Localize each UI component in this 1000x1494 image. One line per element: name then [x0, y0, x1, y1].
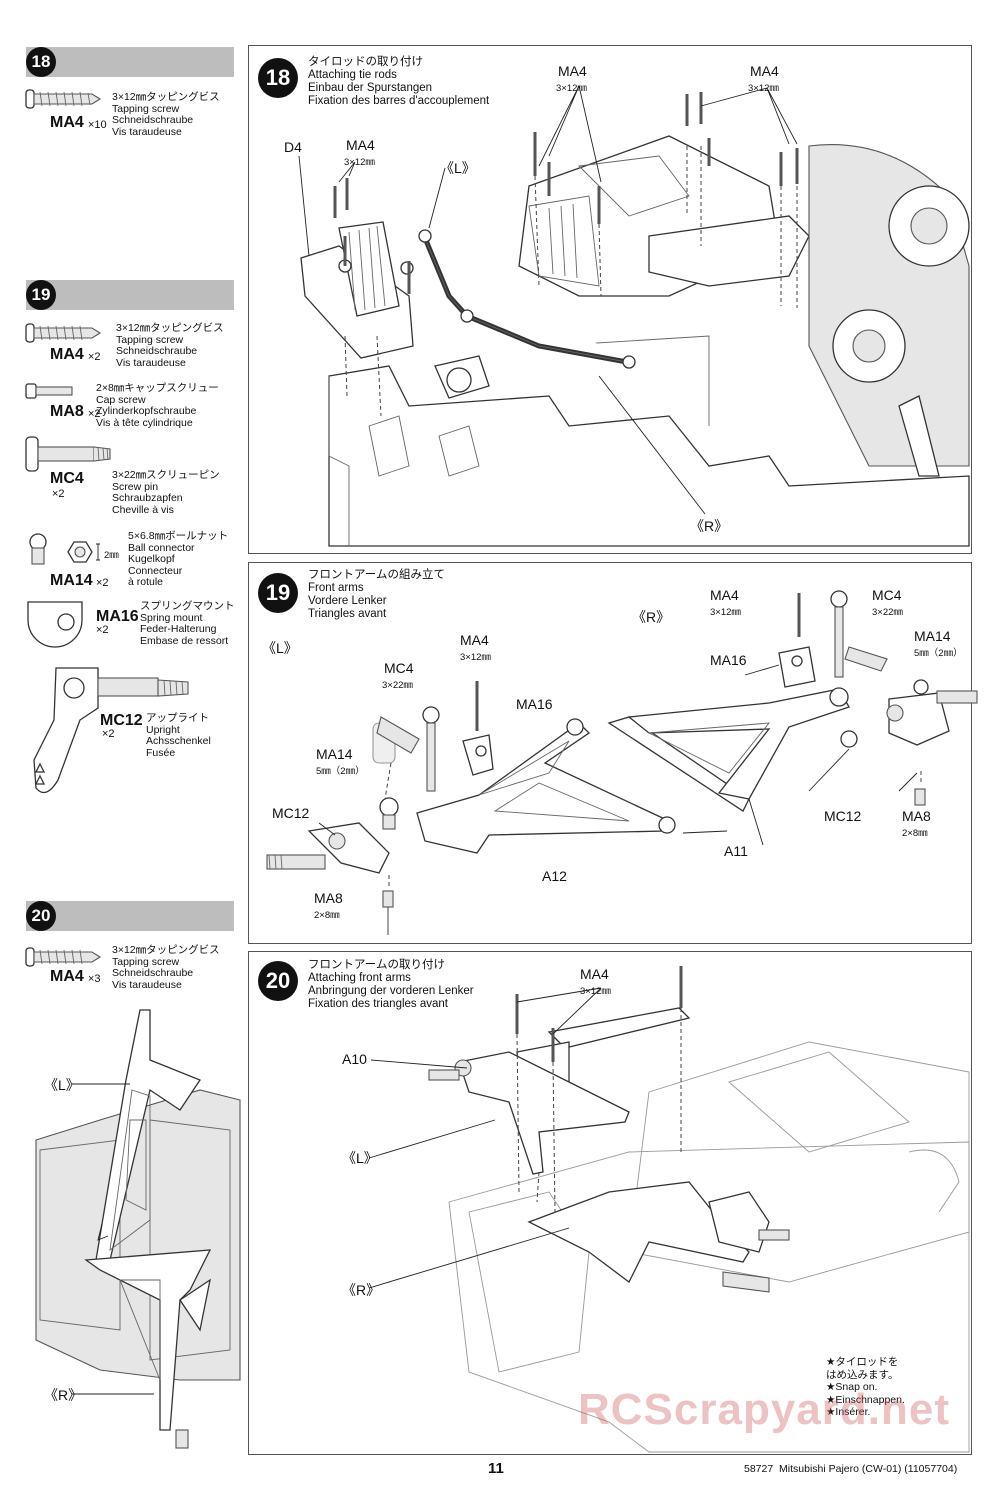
document-reference: 58727 Mitsubishi Pajero (CW-01) (1105770…	[744, 1463, 958, 1475]
step-19-number: 19	[258, 573, 298, 613]
step-20-title: フロントアームの取り付け Attaching front arms Anbrin…	[308, 959, 474, 1010]
chassis-arms-topview-drawing	[35, 1009, 241, 1449]
left-side-label: 《L》	[262, 640, 298, 656]
left-side-label: 《L》	[44, 1077, 80, 1093]
snap-on-note: ★タイロッドを はめ込みます。 ★Snap on. ★Einschnappen.…	[826, 1356, 905, 1418]
label-ma16: MA16	[516, 696, 553, 712]
label-ma4-size: 3×12㎜	[556, 83, 587, 94]
label-ma4: MA4	[580, 966, 609, 982]
tapping-screw-icon	[25, 89, 102, 109]
tie-rod-assembly-drawing	[298, 85, 970, 547]
part-code-ma8: MA8	[50, 403, 84, 420]
part-description: スプリングマウント Spring mount Feder-Halterung E…	[140, 600, 235, 647]
part-description: 3×22㎜スクリューピン Screw pin Schraubzapfen Che…	[112, 469, 220, 516]
tapping-screw-icon	[25, 947, 102, 967]
label-ma8: MA8	[902, 808, 931, 824]
step-19-sidebar-number: 19	[26, 280, 56, 310]
part-description: 2×8㎜キャップスクリュー Cap screw Zylinderkopfschr…	[96, 382, 219, 429]
step-19-title: フロントアームの組み立て Front arms Vordere Lenker T…	[308, 569, 445, 620]
part-code-ma4: MA4	[50, 968, 84, 985]
label-ma4-size: 3×12㎜	[710, 607, 741, 618]
part-description: アップライト Upright Achsschenkel Fusée	[146, 712, 211, 759]
label-ma8-size: 2×8㎜	[314, 910, 340, 921]
ball-connector-icon	[29, 533, 100, 565]
label-ma4-size: 3×12㎜	[460, 652, 491, 663]
cap-screw-icon	[25, 383, 73, 399]
upright-icon	[33, 667, 189, 794]
label-ma14: MA14	[914, 628, 951, 644]
step-19-header-bar	[26, 280, 234, 310]
part-qty: ×3	[88, 973, 101, 985]
part-description: 3×12㎜タッピングビス Tapping screw Schneidschrau…	[112, 91, 220, 138]
step-20-panel	[248, 951, 972, 1455]
label-ma14-size: 5㎜（2㎜）	[914, 648, 963, 659]
label-ma14: MA14	[316, 746, 353, 762]
label-ma4: MA4	[346, 137, 375, 153]
step-18-header-bar	[26, 47, 234, 77]
part-description: 5×6.8㎜ボールナット Ball connector Kugelkopf Co…	[128, 530, 229, 588]
front-arm-assembly-drawing	[266, 590, 978, 935]
page-number: 11	[488, 1460, 504, 1477]
step-20-header-bar	[26, 901, 234, 931]
step-20-sidebar-number: 20	[26, 901, 56, 931]
spring-mount-icon	[27, 601, 83, 648]
part-qty: ×2	[102, 728, 115, 740]
right-side-label: 《R》	[690, 518, 729, 534]
label-mc4-size: 3×22㎜	[382, 680, 413, 691]
front-arm-installation-drawing	[368, 966, 970, 1453]
right-side-label: 《R》	[632, 609, 671, 625]
part-code-ma4: MA4	[50, 114, 84, 131]
label-ma4: MA4	[710, 587, 739, 603]
label-ma4-size: 3×12㎜	[748, 83, 779, 94]
part-code-ma14: MA14	[50, 572, 93, 589]
part-code-mc12: MC12	[100, 712, 143, 729]
label-ma4-size: 3×12㎜	[580, 986, 611, 997]
part-qty: ×10	[88, 119, 107, 131]
step-20-number: 20	[258, 961, 298, 1001]
step-18-title: タイロッドの取り付け Attaching tie rods Einbau der…	[308, 56, 490, 107]
part-code-ma4: MA4	[50, 346, 84, 363]
step-18-sidebar-number: 18	[26, 47, 56, 77]
step-18-number: 18	[258, 58, 298, 98]
label-ma16: MA16	[710, 652, 747, 668]
label-mc4: MC4	[384, 660, 414, 676]
label-ma4: MA4	[558, 63, 587, 79]
label-mc12: MC12	[824, 808, 862, 824]
label-mc4-size: 3×22㎜	[872, 607, 903, 618]
right-side-label: 《R》	[44, 1387, 83, 1403]
step-19-panel	[248, 562, 978, 944]
label-ma8-size: 2×8㎜	[902, 828, 928, 839]
part-qty: ×2	[88, 408, 101, 420]
label-ma4: MA4	[460, 632, 489, 648]
step-18-panel	[248, 45, 972, 554]
left-side-label: 《L》	[342, 1150, 378, 1166]
label-mc4: MC4	[872, 587, 902, 603]
watermark: RCScrapyard.net	[578, 1385, 951, 1434]
part-qty: ×2	[52, 488, 65, 500]
label-a11: A11	[724, 843, 748, 859]
label-a12: A12	[542, 868, 567, 884]
left-side-label: 《L》	[440, 160, 476, 176]
label-ma8: MA8	[314, 890, 343, 906]
part-qty: ×2	[96, 577, 109, 589]
part-qty: ×2	[88, 351, 101, 363]
ball-connector-dim: 2㎜	[104, 550, 119, 561]
label-mc12: MC12	[272, 805, 310, 821]
label-d4: D4	[284, 139, 302, 155]
label-a10: A10	[342, 1051, 367, 1067]
screw-pin-icon	[25, 436, 111, 472]
label-ma14-size: 5㎜（2㎜）	[316, 766, 365, 777]
tapping-screw-icon	[25, 323, 102, 343]
part-code-ma16: MA16	[96, 608, 139, 625]
part-description: 3×12㎜タッピングビス Tapping screw Schneidschrau…	[116, 322, 224, 369]
label-ma4-size: 3×12㎜	[344, 157, 375, 168]
part-description: 3×12㎜タッピングビス Tapping screw Schneidschrau…	[112, 944, 220, 991]
label-ma4: MA4	[750, 63, 779, 79]
part-qty: ×2	[96, 624, 109, 636]
part-code-mc4: MC4	[50, 470, 84, 487]
right-side-label: 《R》	[342, 1282, 381, 1298]
